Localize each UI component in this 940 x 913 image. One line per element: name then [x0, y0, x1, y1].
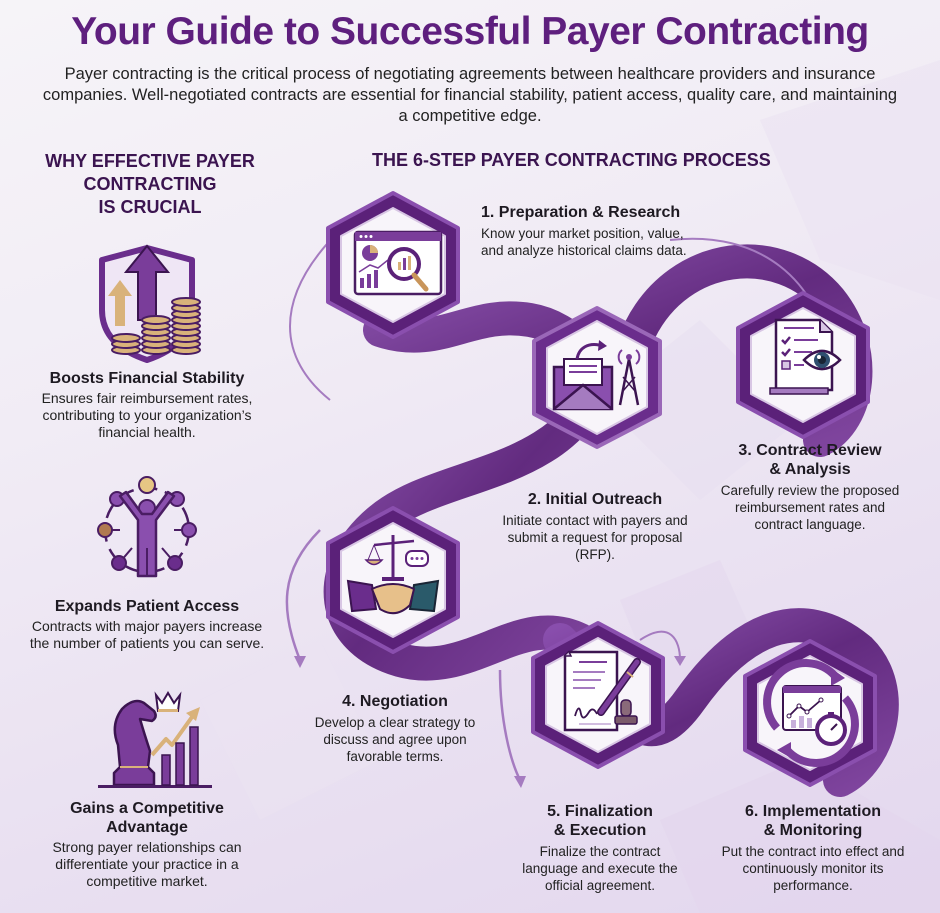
step-1-description: Know your market position, value, and an… — [481, 226, 687, 258]
why-section-heading: WHY EFFECTIVE PAYER CONTRACTING IS CRUCI… — [45, 151, 255, 217]
step-5-text: 5. Finalization & Execution Finalize the… — [510, 802, 690, 894]
step-2-hex — [527, 305, 667, 450]
benefit-2-description: Contracts with major payers increase the… — [29, 618, 265, 651]
step-2-text: 2. Initial Outreach Initiate contact wit… — [500, 490, 690, 563]
step-1-text: 1. Preparation & Research Know your mark… — [481, 203, 701, 259]
page-title: Your Guide to Successful Payer Contracti… — [71, 10, 869, 53]
benefit-2-title: Expands Patient Access — [54, 598, 240, 615]
step-6-hex — [735, 638, 885, 788]
process-section-heading: THE 6-STEP PAYER CONTRACTING PROCESS — [372, 150, 771, 170]
step-1-title: 1. Preparation & Research — [481, 204, 681, 221]
step-4-hex — [318, 505, 468, 655]
step-6-description: Put the contract into effect and continu… — [721, 844, 905, 893]
step-3-hex — [728, 290, 878, 440]
step-4-text: 4. Negotiation Develop a clear strategy … — [300, 692, 490, 765]
step-3-title: 3. Contract Review & Analysis — [738, 442, 882, 478]
chess-knight-growth-icon — [98, 691, 218, 788]
document-review-eye-icon — [736, 291, 870, 439]
intro-paragraph: Payer contracting is the critical proces… — [42, 65, 898, 125]
step-2-description: Initiate contact with payers and submit … — [502, 513, 688, 562]
step-6-title: 6. Implementation & Monitoring — [744, 803, 882, 839]
benefit-competitive-advantage: Gains a Competitive Advantage Strong pay… — [22, 685, 272, 890]
benefit-patient-access: Expands Patient Access Contracts with ma… — [22, 468, 272, 652]
step-4-title: 4. Negotiation — [342, 693, 448, 710]
step-4-description: Develop a clear strategy to discuss and … — [314, 715, 476, 764]
analytics-magnifier-icon — [326, 191, 460, 339]
step-1-hex — [318, 190, 468, 340]
benefit-financial-stability: Boosts Financial Stability Ensures fair … — [22, 240, 272, 441]
step-3-description: Carefully review the proposed reimbursem… — [720, 483, 900, 532]
step-6-text: 6. Implementation & Monitoring Put the c… — [718, 802, 908, 894]
benefit-3-description: Strong payer relationships can different… — [52, 839, 242, 889]
step-2-title: 2. Initial Outreach — [527, 491, 663, 508]
benefit-1-description: Ensures fair reimbursement rates, contri… — [41, 390, 253, 440]
step-3-text: 3. Contract Review & Analysis Carefully … — [715, 441, 905, 533]
step-5-hex — [523, 620, 673, 770]
patient-network-icon — [97, 476, 197, 578]
monitoring-cycle-stopwatch-icon — [743, 639, 877, 787]
envelope-broadcast-icon — [532, 306, 662, 449]
signed-contract-stamp-icon — [531, 621, 665, 769]
step-5-description: Finalize the contract language and execu… — [522, 844, 678, 893]
shield-coins-arrow-icon — [99, 244, 201, 363]
benefit-3-title: Gains a Competitive Advantage — [70, 800, 224, 836]
step-5-title: 5. Finalization & Execution — [547, 803, 653, 839]
benefit-1-title: Boosts Financial Stability — [49, 370, 245, 387]
handshake-scales-icon — [326, 506, 460, 654]
